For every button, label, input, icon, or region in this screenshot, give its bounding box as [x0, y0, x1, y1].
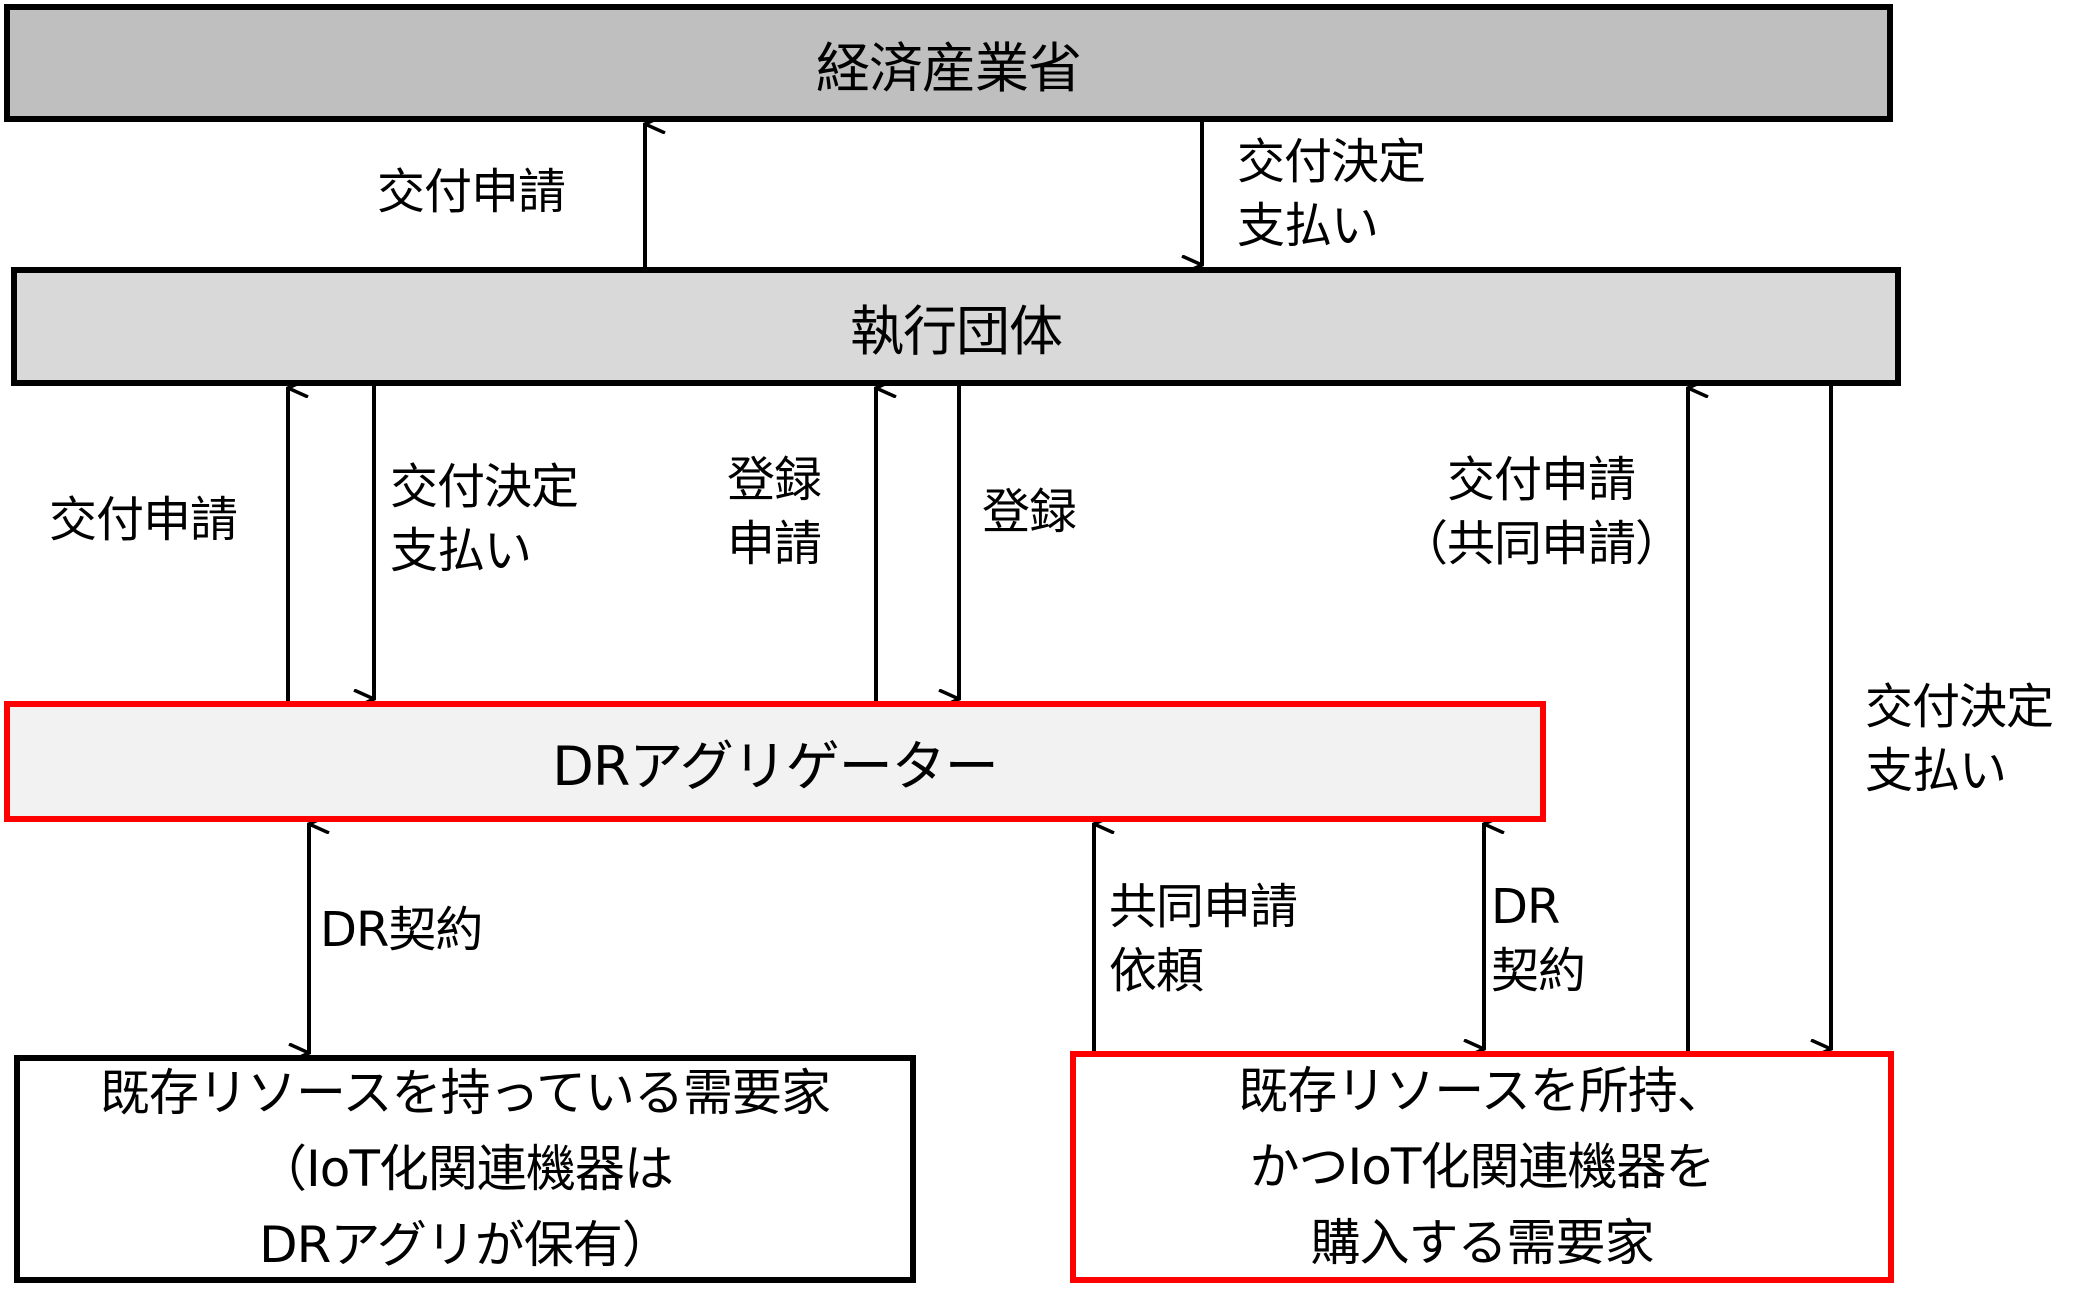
- label-register-apply-line1: 登録: [727, 452, 822, 508]
- consumer-existing-line3: DRアグリが保有）: [259, 1216, 672, 1274]
- label-exec-to-agg-line1: 交付決定: [390, 459, 579, 515]
- label-agg-to-exec-apply: 交付申請: [49, 492, 238, 548]
- node-dr-aggregator-label: DRアグリゲーター: [552, 735, 998, 798]
- label-consumer-apply-line1: 交付申請: [1447, 452, 1636, 508]
- label-purchase-contract-line2: 契約: [1491, 943, 1586, 999]
- label-meti-to-exec-decision: 交付決定 支払い: [1237, 130, 1426, 258]
- node-executive-body-label: 執行団体: [850, 300, 1063, 363]
- label-consumer-to-exec-apply: 交付申請 （共同申請）: [1400, 448, 1683, 576]
- node-executive-body: 執行団体: [11, 267, 1901, 386]
- node-dr-aggregator: DRアグリゲーター: [4, 701, 1546, 822]
- label-joint-request-line1: 共同申請: [1109, 879, 1298, 935]
- consumer-existing-line1: 既存リソースを持っている需要家: [100, 1064, 831, 1122]
- label-joint-request-line2: 依頼: [1109, 943, 1204, 999]
- label-consumer-apply-line2: （共同申請）: [1400, 516, 1683, 572]
- label-agg-existing-contract: DR契約: [320, 902, 483, 958]
- label-agg-purchase-contract: DR 契約: [1491, 875, 1586, 1003]
- label-meti-to-exec-line2: 支払い: [1237, 198, 1379, 254]
- label-exec-to-consumer-line1: 交付決定: [1865, 679, 2054, 735]
- node-meti: 経済産業省: [4, 4, 1893, 122]
- consumer-purchase-line1: 既存リソースを所持、: [1238, 1062, 1726, 1120]
- label-exec-to-agg-line2: 支払い: [390, 523, 532, 579]
- label-exec-to-agg-decision: 交付決定 支払い: [390, 455, 579, 583]
- label-exec-to-meti-apply: 交付申請: [377, 164, 566, 220]
- label-exec-to-consumer-decision: 交付決定 支払い: [1865, 675, 2054, 803]
- node-meti-label: 経済産業省: [816, 36, 1082, 100]
- label-purchase-contract-line1: DR: [1491, 879, 1560, 935]
- label-exec-to-agg-register: 登録: [982, 484, 1077, 540]
- node-consumer-existing: 既存リソースを持っている需要家 （IoT化関連機器は DRアグリが保有）: [14, 1055, 916, 1283]
- node-consumer-purchase: 既存リソースを所持、 かつIoT化関連機器を 購入する需要家: [1070, 1051, 1894, 1283]
- label-consumer-to-agg-joint-request: 共同申請 依頼: [1109, 875, 1298, 1003]
- label-exec-to-consumer-line2: 支払い: [1865, 743, 2007, 799]
- label-meti-to-exec-line1: 交付決定: [1237, 134, 1426, 190]
- label-agg-to-exec-register-apply: 登録 申請: [727, 448, 822, 576]
- consumer-purchase-line2: かつIoT化関連機器を: [1249, 1138, 1716, 1196]
- label-register-apply-line2: 申請: [727, 516, 822, 572]
- consumer-purchase-line3: 購入する需要家: [1310, 1214, 1655, 1272]
- consumer-existing-line2: （IoT化関連機器は: [257, 1140, 674, 1198]
